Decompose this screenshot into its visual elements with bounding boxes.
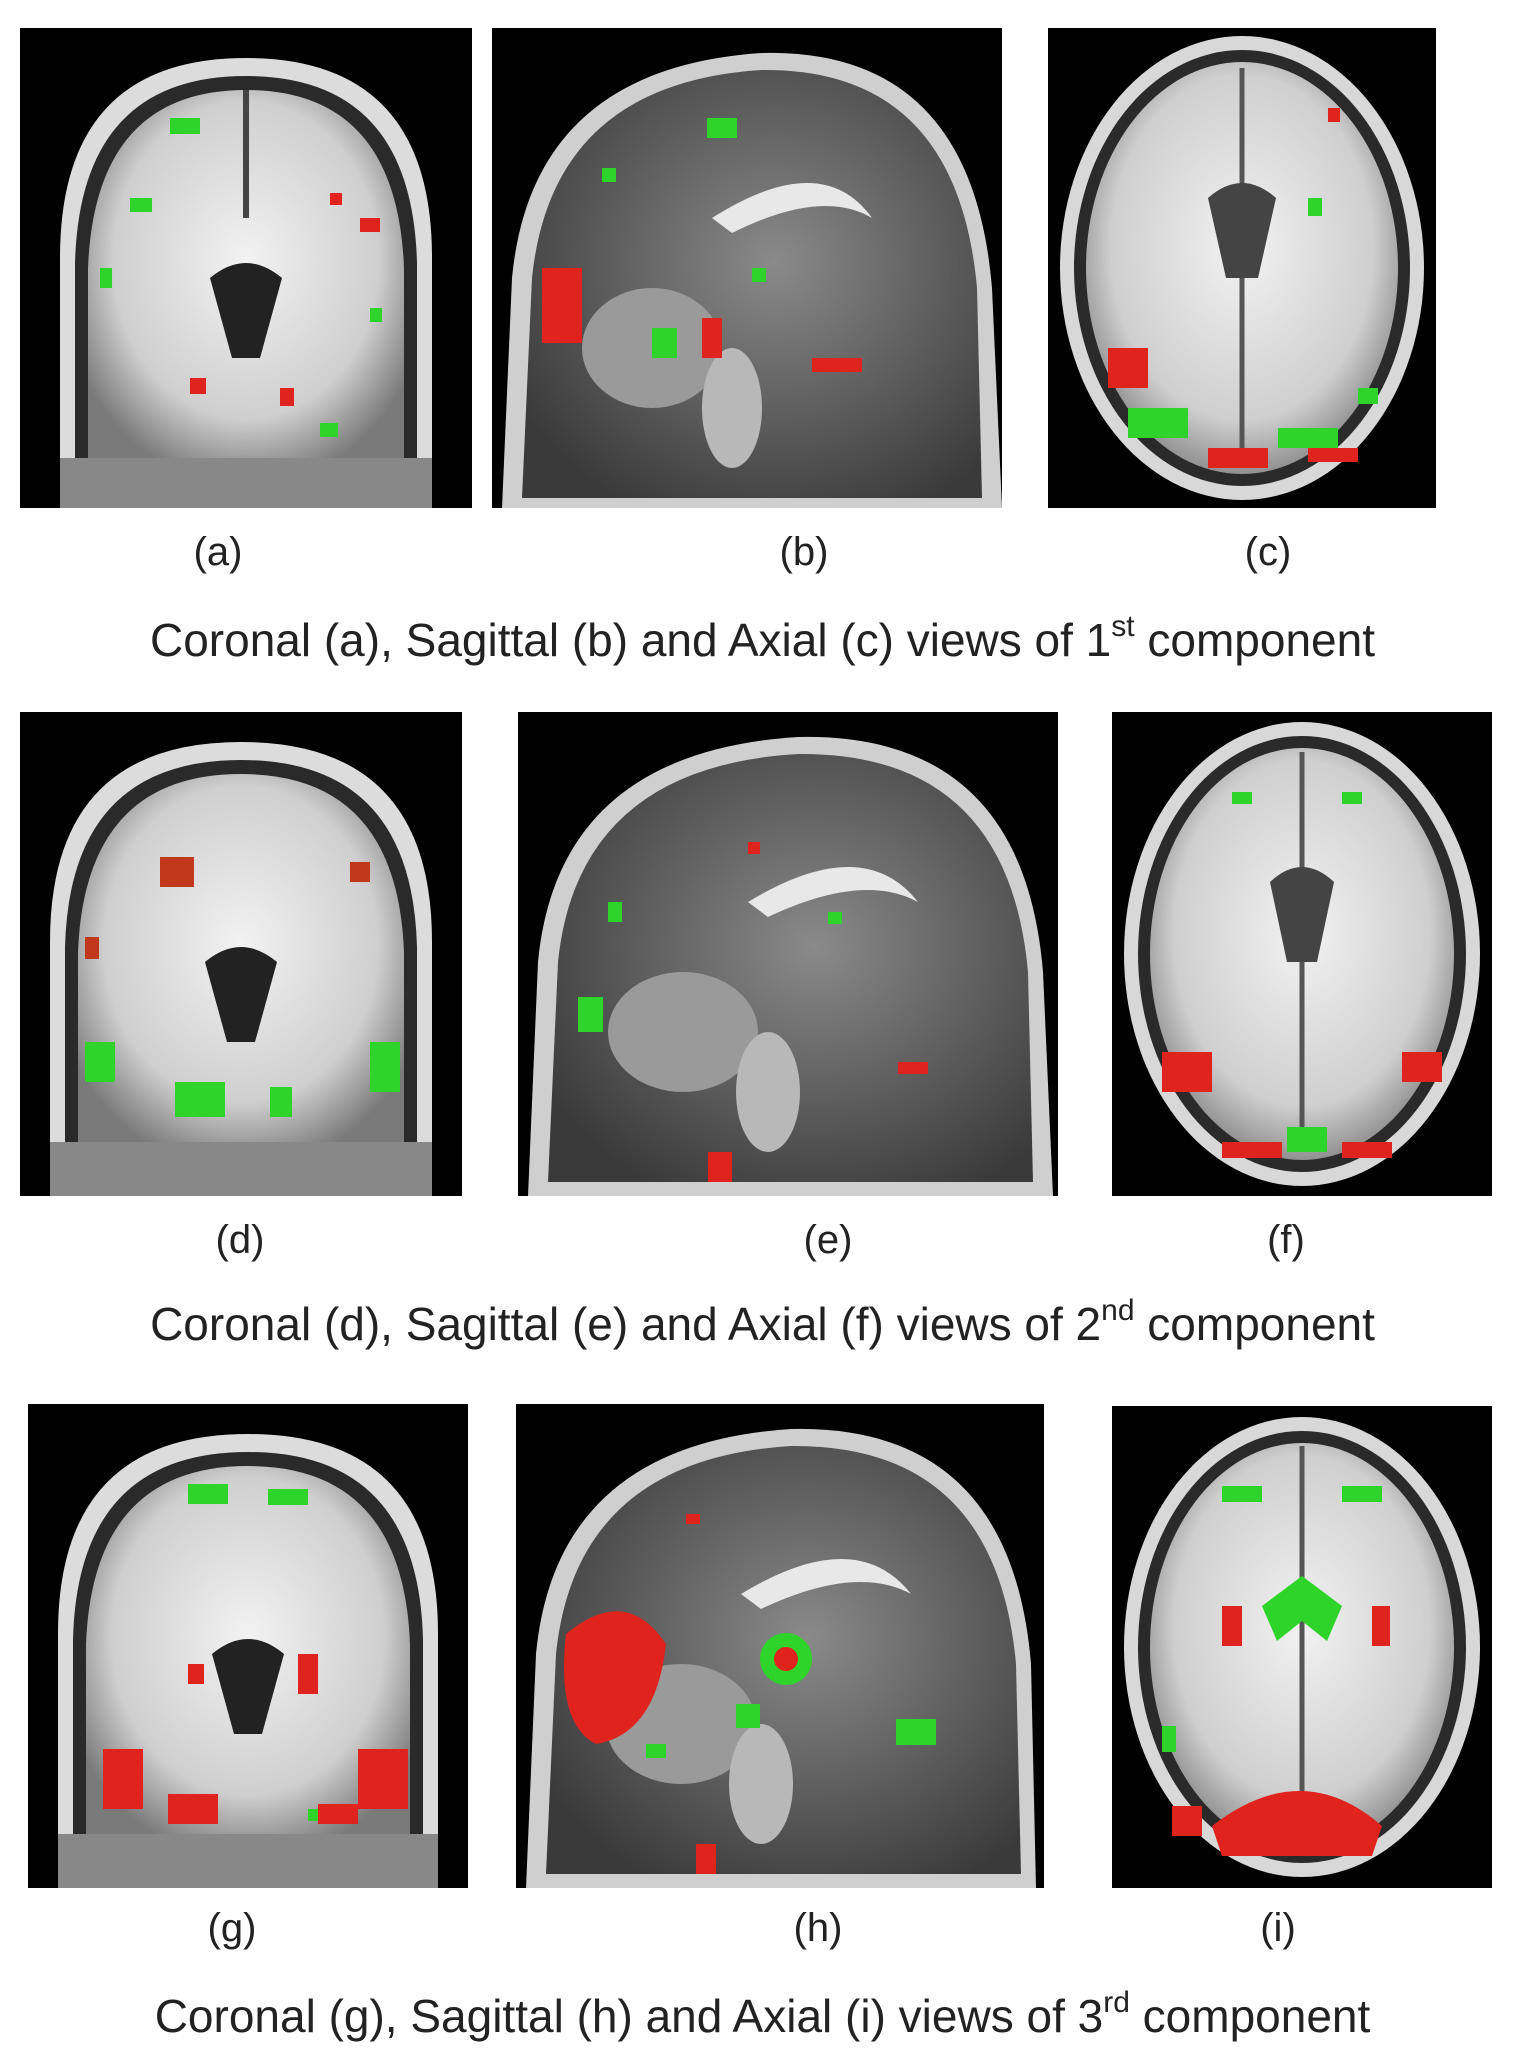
axial-view-i bbox=[1112, 1406, 1492, 1888]
coronal-brain-image bbox=[20, 712, 462, 1196]
sagittal-view-h bbox=[516, 1404, 1044, 1888]
sagittal-brain-image bbox=[492, 28, 1002, 508]
sagittal-brain-image bbox=[516, 1404, 1044, 1888]
panel-label-g: (g) bbox=[207, 1906, 257, 1950]
panel-label-f: (f) bbox=[1267, 1218, 1305, 1262]
panel-label-e: (e) bbox=[803, 1218, 853, 1262]
panel-label-h: (h) bbox=[793, 1906, 843, 1950]
panel-label-a: (a) bbox=[193, 530, 243, 574]
coronal-view-g bbox=[28, 1404, 468, 1888]
panel-label-i: (i) bbox=[1260, 1906, 1296, 1950]
panel-label-c: (c) bbox=[1244, 530, 1292, 574]
caption-component-2: Coronal (d), Sagittal (e) and Axial (f) … bbox=[150, 1294, 1375, 1351]
panel-label-d: (d) bbox=[215, 1218, 265, 1262]
coronal-brain-image bbox=[20, 28, 472, 508]
caption-component-3: Coronal (g), Sagittal (h) and Axial (i) … bbox=[154, 1986, 1371, 2043]
sagittal-view-b bbox=[492, 28, 1002, 508]
coronal-view-d bbox=[20, 712, 462, 1196]
sagittal-view-e bbox=[518, 712, 1058, 1196]
caption-component-1: Coronal (a), Sagittal (b) and Axial (c) … bbox=[149, 610, 1376, 667]
axial-view-f bbox=[1112, 712, 1492, 1196]
axial-brain-image bbox=[1112, 712, 1492, 1196]
axial-view-c bbox=[1048, 28, 1436, 508]
coronal-brain-image bbox=[28, 1404, 468, 1888]
panel-label-b: (b) bbox=[779, 530, 829, 574]
sagittal-brain-image bbox=[518, 712, 1058, 1196]
axial-brain-image bbox=[1112, 1406, 1492, 1888]
axial-brain-image bbox=[1048, 28, 1436, 508]
coronal-view-a bbox=[20, 28, 472, 508]
